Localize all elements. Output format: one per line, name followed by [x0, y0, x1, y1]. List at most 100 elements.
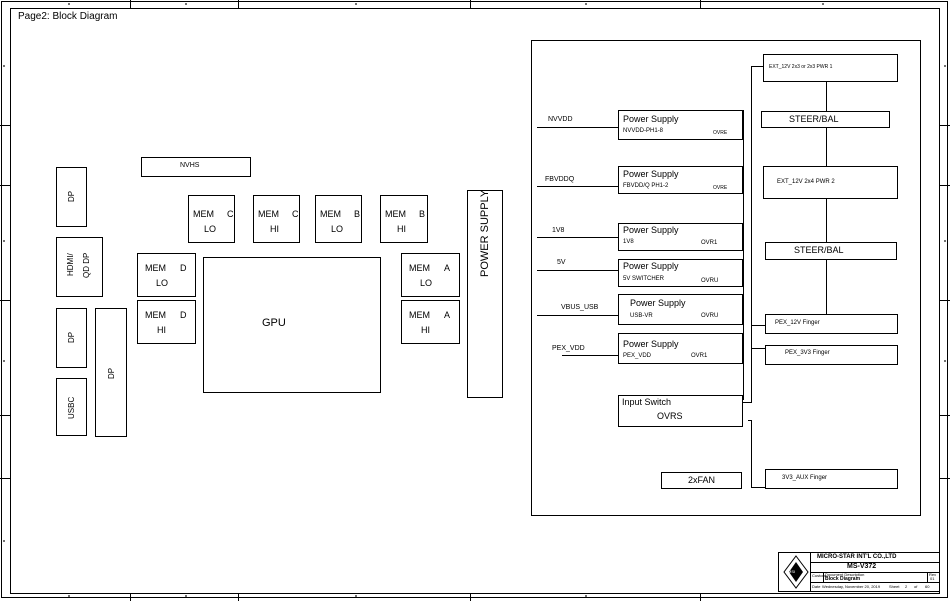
ps-sub: 5V SWITCHER — [623, 276, 665, 282]
ext-pwr1-label: EXT_12V 2x3 or 2x3 PWR 1 — [769, 64, 833, 70]
ps-tag: OVR1 — [701, 240, 718, 246]
ps-sub: NVVDD-PH1-8 — [623, 128, 664, 134]
bus-stub — [748, 420, 752, 421]
zone-marker — [185, 595, 187, 597]
gpu-label: GPU — [262, 317, 286, 329]
mem-rank: LO — [331, 224, 344, 234]
logo-text: MSI — [788, 569, 796, 574]
steer-bal-2: STEER/BAL — [765, 242, 897, 260]
hdmi-qddp-connector: HDMI/ QD DP — [56, 237, 103, 297]
zone-marker — [3, 240, 5, 242]
ps-sub: 1V8 — [623, 239, 634, 245]
ps-tag: OVRE — [713, 185, 728, 191]
ext-pwr1-connector: EXT_12V 2x3 or 2x3 PWR 1 — [763, 54, 898, 82]
link-line — [826, 259, 827, 314]
steer-bal-label: STEER/BAL — [794, 245, 844, 255]
border-tick — [0, 125, 10, 126]
mem-channel: D — [180, 310, 187, 320]
border-tick — [130, 593, 131, 601]
aux-3v3-finger: 3V3_AUX Finger — [765, 469, 898, 489]
net-label: NVVDD — [548, 116, 573, 123]
net-line — [537, 315, 619, 316]
border-tick — [0, 478, 10, 479]
ps-title: Power Supply — [630, 298, 686, 308]
mem-channel: A — [444, 263, 451, 273]
power-supply-5v: Power Supply 5V SWITCHER OVRU — [618, 259, 743, 287]
ps-title: Power Supply — [623, 261, 679, 271]
ps-tag: OVRU — [701, 313, 719, 319]
link-line — [826, 198, 827, 242]
doc-value: Block Diagram — [825, 576, 861, 582]
mem-channel: B — [354, 209, 361, 219]
zone-marker — [822, 3, 824, 5]
power-supply-pex-vdd: Power Supply PEX_VDD OVR1 — [618, 333, 743, 364]
msi-logo — [783, 555, 809, 589]
border-tick — [700, 593, 701, 601]
inner-border — [10, 8, 940, 594]
net-label: VBUS_USB — [561, 304, 599, 311]
mem-label: MEM — [320, 209, 341, 219]
net-label: PEX_VDD — [552, 345, 585, 352]
mem-b-lo: MEM B LO — [315, 195, 362, 243]
zone-marker — [355, 595, 357, 597]
mem-channel: B — [419, 209, 426, 219]
sheet-total: 60 — [925, 584, 930, 589]
power-supply-fbvddq: Power Supply FBVDD/Q PH1-2 OVRE — [618, 166, 743, 194]
border-tick — [130, 0, 131, 8]
mem-label: MEM — [409, 263, 430, 273]
zone-marker — [944, 360, 946, 362]
border-tick — [0, 300, 10, 301]
mem-rank: LO — [420, 278, 433, 288]
pex-3v3-finger: PEX_3V3 Finger — [765, 345, 898, 365]
dp-label: DP — [67, 331, 76, 343]
nvhs-block: NVHS — [141, 157, 251, 177]
mem-channel: C — [292, 209, 299, 219]
bus-stub — [751, 66, 765, 67]
mem-label: MEM — [145, 263, 166, 273]
border-tick — [238, 0, 239, 8]
usbc-label: USBC — [67, 396, 76, 419]
date-label: Date — [812, 584, 821, 589]
power-supply-block: POWER SUPPLY — [467, 190, 503, 398]
tb-divider — [927, 572, 928, 582]
mem-a-hi: MEM A HI — [401, 300, 460, 344]
ext-pwr2-label: EXT_12V 2x4 PWR 2 — [777, 179, 835, 185]
net-label: FBVDDQ — [545, 176, 575, 183]
border-tick — [940, 415, 950, 416]
zone-marker — [585, 595, 587, 597]
gpu-block: GPU — [203, 257, 381, 393]
border-tick — [700, 0, 701, 8]
net-line — [537, 237, 619, 238]
dp-label: DP — [67, 190, 76, 202]
ps-title: Power Supply — [623, 339, 679, 349]
zone-marker — [944, 240, 946, 242]
zone-marker — [185, 3, 187, 5]
size-label: Custom — [812, 573, 826, 578]
tb-divider — [810, 572, 939, 573]
fan-block: 2xFAN — [661, 472, 742, 489]
net-label: 5V — [557, 259, 566, 266]
dp-connector-top: DP — [56, 167, 87, 227]
power-supply-vbus-usb: Power Supply USB-VR OVRU — [618, 294, 743, 325]
qddp-label: QD DP — [82, 252, 91, 278]
mem-channel: A — [444, 310, 451, 320]
border-tick — [940, 185, 950, 186]
mem-rank: HI — [397, 224, 406, 234]
ps-sub: FBVDD/Q PH1-2 — [623, 183, 669, 189]
mem-channel: D — [180, 263, 187, 273]
mem-rank: HI — [421, 325, 430, 335]
mem-label: MEM — [258, 209, 279, 219]
mem-channel: C — [227, 209, 234, 219]
mem-d-hi: MEM D HI — [137, 300, 196, 344]
bus-line — [751, 420, 752, 488]
zone-marker — [585, 3, 587, 5]
ps-title: Power Supply — [623, 225, 679, 235]
ps-sub: USB-VR — [630, 313, 653, 319]
bus-stub — [751, 348, 765, 349]
net-line — [537, 127, 619, 128]
ps-sub: PEX_VDD — [623, 353, 652, 359]
border-tick — [0, 415, 10, 416]
mem-b-hi: MEM B HI — [380, 195, 428, 243]
bus-stub — [751, 325, 765, 326]
